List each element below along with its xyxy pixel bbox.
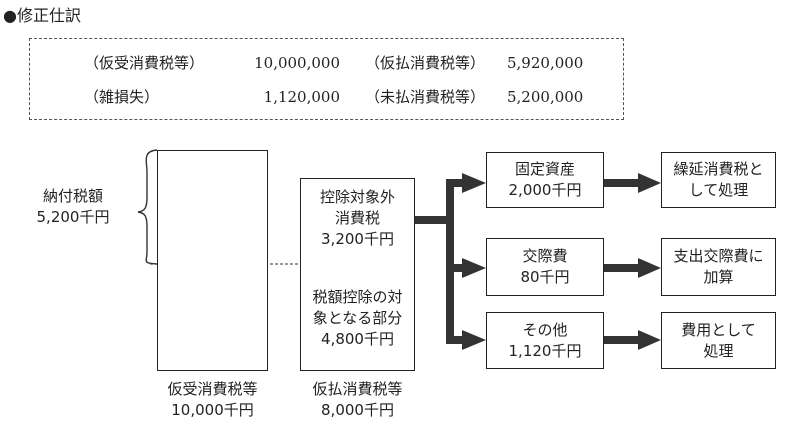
received-tax-box bbox=[157, 150, 268, 371]
expense-box: 費用として 処理 bbox=[661, 312, 776, 369]
entertainment-addition-line-2: 加算 bbox=[703, 268, 734, 286]
deferred-tax-line-1: 繰延消費税と bbox=[673, 160, 764, 178]
payable-tax-amount: 5,200千円 bbox=[36, 208, 110, 226]
non-deductible-line-2: 消費税 bbox=[334, 209, 380, 227]
debit-amount-2: 1,120,000 bbox=[263, 88, 340, 106]
debit-label-1: （仮受消費税等） bbox=[84, 54, 205, 72]
branch-connector bbox=[415, 173, 661, 350]
payable-tax-label-text: 納付税額 bbox=[42, 187, 103, 205]
paid-tax-amount: 8,000千円 bbox=[321, 401, 394, 419]
other-amount: 1,120千円 bbox=[508, 341, 582, 360]
received-tax-amount: 10,000千円 bbox=[171, 401, 254, 419]
journal-entry-box: （仮受消費税等） 10,000,000 （仮払消費税等） 5,920,000 （… bbox=[29, 38, 624, 120]
deferred-tax-line-2: して処理 bbox=[688, 181, 749, 199]
payable-tax-label: 納付税額 5,200千円 bbox=[14, 186, 132, 228]
fixed-assets-label: 固定資産 bbox=[514, 160, 575, 178]
entertainment-label: 交際費 bbox=[522, 247, 568, 265]
entertainment-addition-line-1: 支出交際費に bbox=[673, 247, 764, 265]
entertainment-box: 交際費 80千円 bbox=[486, 238, 604, 296]
section-title: ●修正仕訳 bbox=[3, 6, 81, 25]
paid-tax-label: 仮払消費税等 bbox=[312, 380, 403, 398]
deferred-tax-box: 繰延消費税と して処理 bbox=[661, 152, 776, 208]
payable-brace bbox=[137, 149, 158, 265]
other-label: その他 bbox=[522, 320, 568, 339]
credit-amount-1: 5,920,000 bbox=[507, 54, 584, 72]
deductible-line-1: 税額控除の対 bbox=[312, 288, 403, 306]
non-deductible-tax-label: 控除対象外 消費税 3,200千円 bbox=[301, 187, 414, 250]
non-deductible-line-1: 控除対象外 bbox=[319, 188, 395, 206]
deductible-line-2: 象となる部分 bbox=[312, 309, 403, 327]
fixed-assets-amount: 2,000千円 bbox=[508, 181, 582, 199]
credit-amount-2: 5,200,000 bbox=[507, 88, 584, 106]
non-deductible-amount: 3,200千円 bbox=[321, 230, 394, 248]
debit-amount-1: 10,000,000 bbox=[254, 54, 340, 72]
entertainment-amount: 80千円 bbox=[520, 268, 570, 286]
deductible-portion-label: 税額控除の対 象となる部分 4,800千円 bbox=[301, 287, 414, 350]
paid-tax-box: 控除対象外 消費税 3,200千円 税額控除の対 象となる部分 4,800千円 bbox=[300, 178, 415, 371]
paid-tax-caption: 仮払消費税等 8,000千円 bbox=[292, 379, 423, 421]
expense-line-2: 処理 bbox=[703, 341, 734, 360]
credit-label-1: （仮払消費税等） bbox=[365, 54, 486, 72]
deductible-amount: 4,800千円 bbox=[321, 330, 394, 348]
received-tax-caption: 仮受消費税等 10,000千円 bbox=[147, 379, 278, 421]
other-box: その他 1,120千円 bbox=[486, 312, 604, 369]
entertainment-addition-box: 支出交際費に 加算 bbox=[661, 238, 776, 296]
fixed-assets-box: 固定資産 2,000千円 bbox=[486, 152, 604, 208]
expense-line-1: 費用として bbox=[681, 320, 756, 339]
debit-label-2: （雑損失） bbox=[84, 88, 160, 106]
credit-label-2: （未払消費税等） bbox=[365, 88, 486, 106]
received-tax-label: 仮受消費税等 bbox=[167, 380, 258, 398]
